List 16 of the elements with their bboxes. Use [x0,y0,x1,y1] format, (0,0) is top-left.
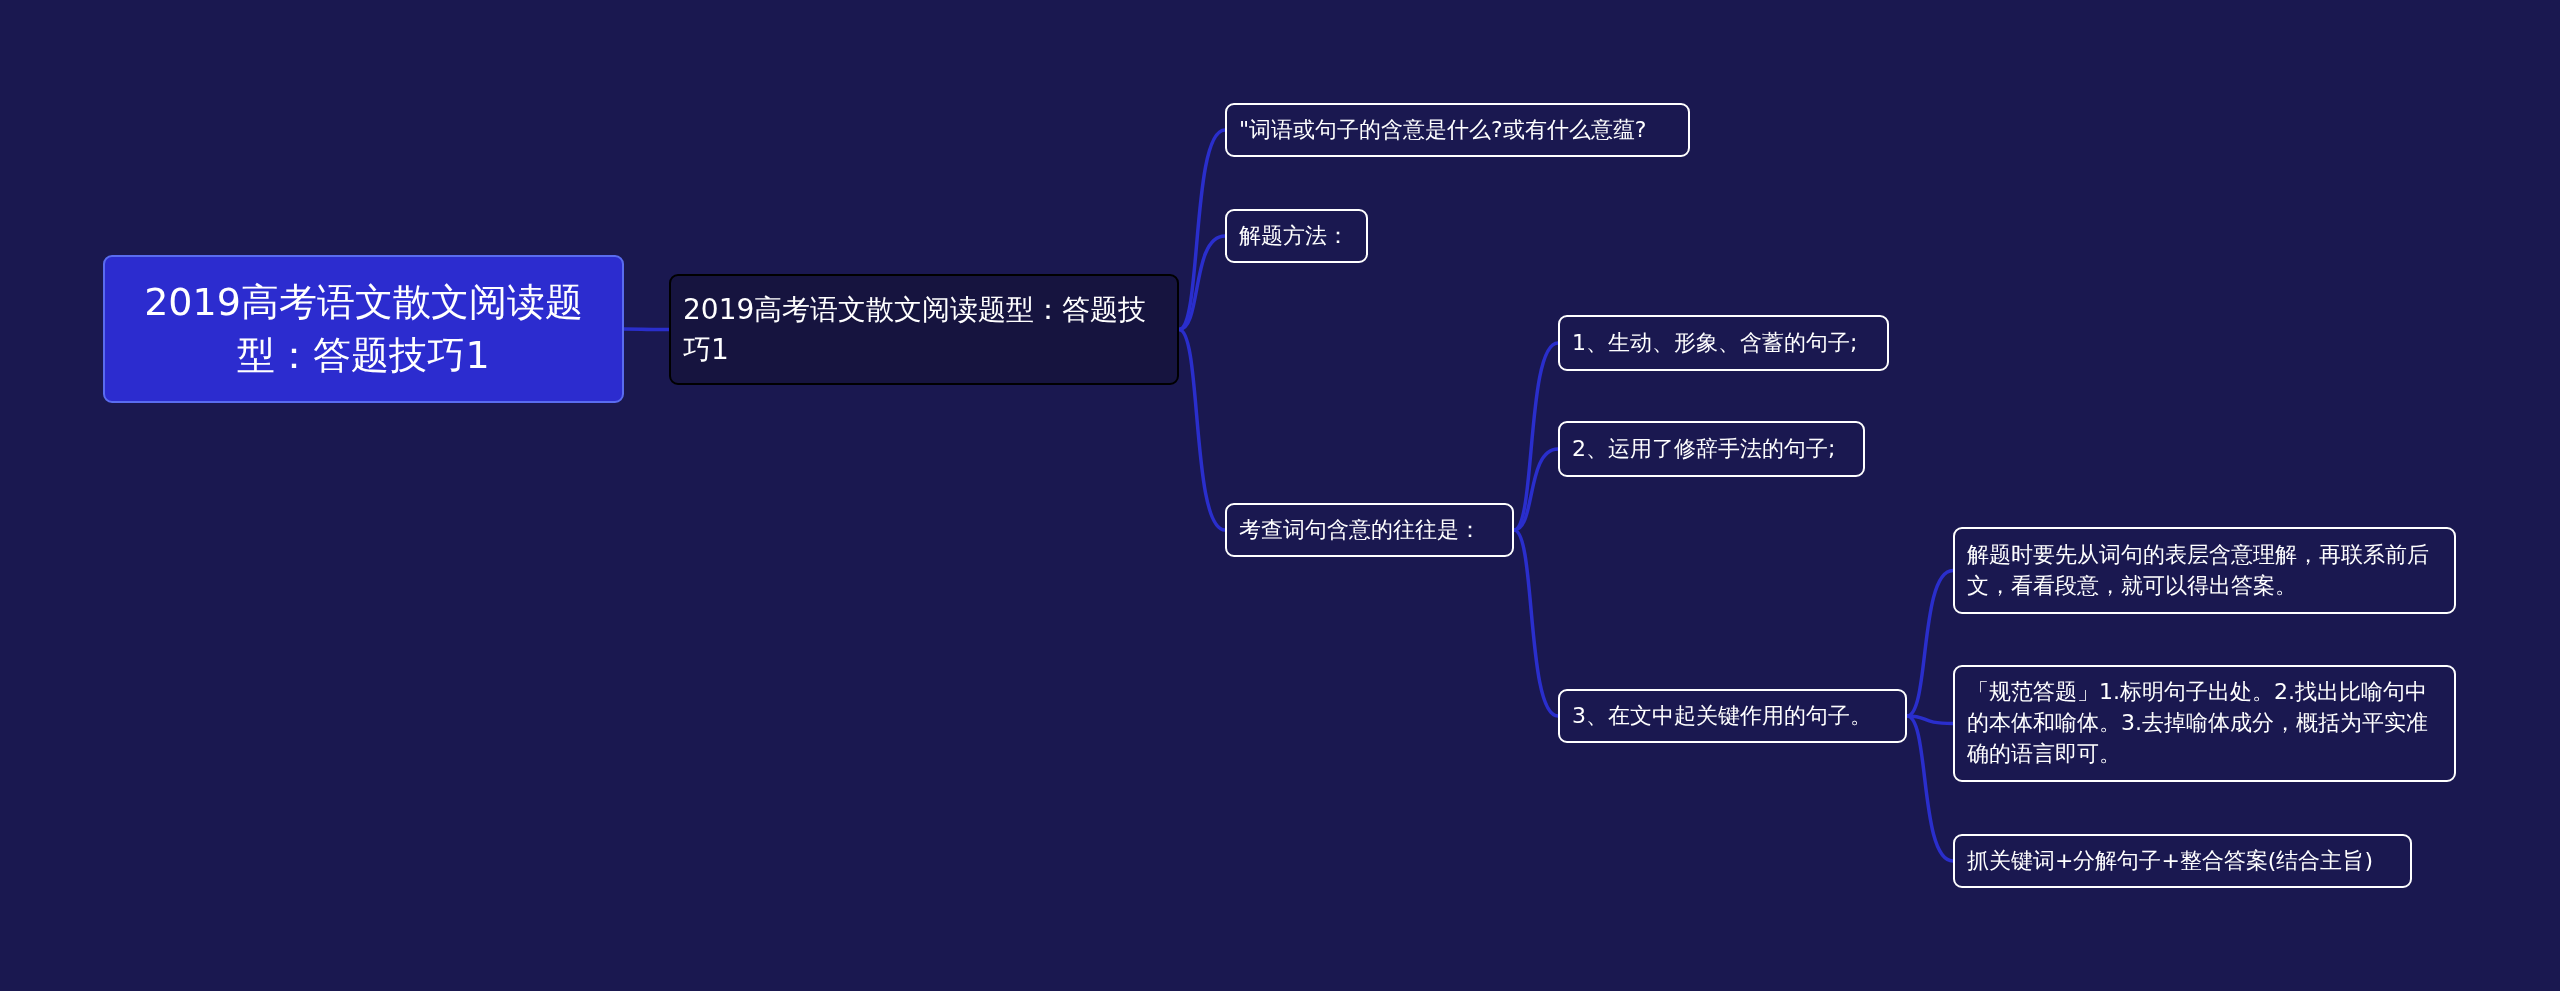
subtopic-box: 1、生动、形象、含蓄的句子; [1558,315,1889,371]
connector-line [1512,528,1559,718]
subtopic-box: 「规范答题」1.标明句子出处。2.找出比喻句中的本体和喻体。3.去掉喻体成分，概括为平实准确的语言即可。 [1953,665,2456,782]
connector-line [1177,328,1226,532]
subtopic-box: 3、在文中起关键作用的句子。 [1558,689,1907,743]
topic-box: 2019高考语文散文阅读题型：答题技巧1 [669,274,1179,385]
root-topic-box: 2019高考语文散文阅读题型：答题技巧1 [103,255,624,403]
connector-line [624,327,669,332]
connector-line [1906,714,1954,863]
subtopic-box: 考查词句含意的往往是： [1225,503,1514,557]
subtopic-box: 2、运用了修辞手法的句子; [1558,421,1865,477]
subtopic-box: 抓关键词+分解句子+整合答案(结合主旨) [1953,834,2412,888]
subtopic-box: 解题方法： [1225,209,1368,263]
subtopic-box: 解题时要先从词句的表层含意理解，再联系前后文，看看段意，就可以得出答案。 [1953,527,2456,614]
connector-line [1178,234,1226,332]
subtopic-box: "词语或句子的含意是什么?或有什么意蕴? [1225,103,1690,157]
